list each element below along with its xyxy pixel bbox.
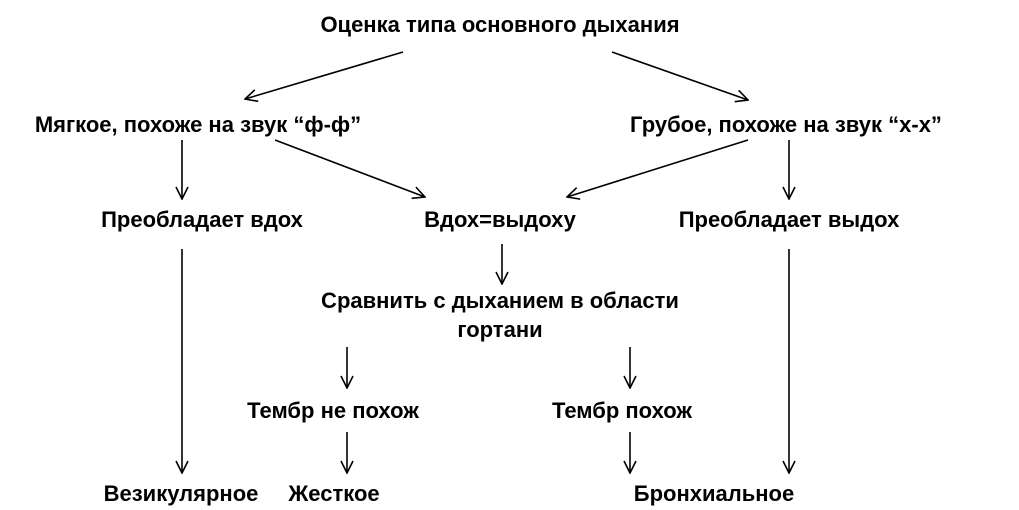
node-compare-line1: Сравнить с дыханием в области [321,288,679,313]
node-exhale-dominates: Преобладает выдох [678,207,900,232]
arrow-root-to-rough [611,51,748,100]
arrow-rough-to-equal [567,139,749,197]
node-equal: Вдох=выдоху [424,207,576,232]
arrow-root-to-soft [245,51,404,99]
node-timbre-similar: Тембр похож [551,398,693,423]
node-inhale-dominates: Преобладает вдох [101,207,303,232]
node-bronchial: Бронхиальное [633,481,795,506]
node-root: Оценка типа основного дыхания [320,12,680,37]
node-harsh: Жесткое [288,481,380,506]
node-rough: Грубое, похоже на звук “х-х” [630,112,942,137]
node-compare-line2: гортани [457,317,543,342]
node-soft: Мягкое, похоже на звук “ф-ф” [34,112,362,137]
arrow-soft-to-equal [274,139,425,197]
node-vesicular: Везикулярное [103,481,259,506]
node-timbre-not-similar: Тембр не похож [247,398,419,423]
